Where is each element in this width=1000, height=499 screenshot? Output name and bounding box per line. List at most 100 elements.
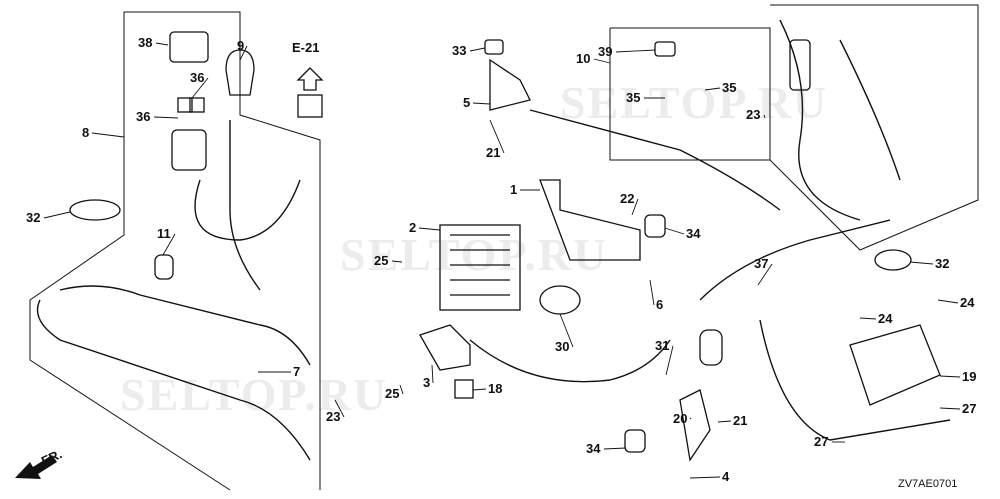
callout-23[interactable]: 23 xyxy=(326,409,340,424)
leader-line xyxy=(431,364,434,384)
leader-line xyxy=(859,317,877,320)
part-38-connector xyxy=(169,31,209,63)
callout-7[interactable]: 7 xyxy=(293,364,300,379)
callout-27[interactable]: 27 xyxy=(814,434,828,449)
leader-line xyxy=(757,263,773,286)
callout-25[interactable]: 25 xyxy=(374,253,388,268)
part-9-boot xyxy=(225,49,255,96)
cable xyxy=(839,39,901,181)
callout-24[interactable]: 24 xyxy=(878,311,893,326)
part-3-stay xyxy=(419,324,471,371)
leader-line xyxy=(909,261,934,265)
callout-32[interactable]: 32 xyxy=(935,256,949,271)
group-frame-right xyxy=(769,4,979,251)
callout-34[interactable]: 34 xyxy=(586,441,601,456)
cable xyxy=(759,319,951,441)
front-label: FR. xyxy=(39,446,64,468)
callout-10[interactable]: 10 xyxy=(576,51,590,66)
leader-line xyxy=(717,420,732,423)
leader-line xyxy=(391,260,403,263)
part-harness-connector xyxy=(171,129,207,171)
section-reference[interactable]: E-21 xyxy=(292,40,319,55)
cable xyxy=(529,109,781,211)
cable xyxy=(59,285,311,366)
callout-24[interactable]: 24 xyxy=(960,295,975,310)
part-19-box xyxy=(849,324,941,406)
callout-31[interactable]: 31 xyxy=(655,338,669,353)
callout-36[interactable]: 36 xyxy=(190,70,204,85)
watermark: SELTOP.RU xyxy=(560,77,828,128)
leader-line xyxy=(472,388,487,391)
watermark: SELTOP.RU xyxy=(120,369,388,420)
leader-line xyxy=(469,47,486,52)
group-frames xyxy=(29,4,979,491)
leader-line xyxy=(649,279,655,306)
leader-line xyxy=(689,417,692,420)
part-34-clip xyxy=(644,214,666,238)
part-20-bracket xyxy=(679,389,711,462)
callout-21[interactable]: 21 xyxy=(486,145,500,160)
callout-3[interactable]: 3 xyxy=(423,375,430,390)
cable xyxy=(36,299,311,461)
callout-27[interactable]: 27 xyxy=(962,401,976,416)
callout-18[interactable]: 18 xyxy=(488,381,502,396)
leader-line xyxy=(162,233,176,256)
part-36-fuse xyxy=(189,97,205,113)
part-18-clip xyxy=(454,379,474,399)
leader-line xyxy=(418,227,441,231)
leader-line xyxy=(615,49,656,53)
leader-line xyxy=(593,58,611,64)
front-arrow-icon xyxy=(15,455,57,479)
part-32-grommet xyxy=(874,249,912,271)
regulator-fins xyxy=(450,234,510,296)
part-nut-ref xyxy=(297,94,323,118)
callout-19[interactable]: 19 xyxy=(962,369,976,384)
callout-8[interactable]: 8 xyxy=(82,125,89,140)
callout-5[interactable]: 5 xyxy=(463,95,470,110)
leader-line xyxy=(763,114,766,119)
part-connector xyxy=(789,39,811,91)
leader-line xyxy=(91,132,125,138)
callout-35[interactable]: 35 xyxy=(722,80,736,95)
callout-6[interactable]: 6 xyxy=(656,297,663,312)
callout-22[interactable]: 22 xyxy=(620,191,634,206)
callout-33[interactable]: 33 xyxy=(452,43,466,58)
cable xyxy=(699,219,891,301)
callout-38[interactable]: 38 xyxy=(138,35,152,50)
callout-2[interactable]: 2 xyxy=(409,220,416,235)
leader-line xyxy=(155,42,169,46)
cable xyxy=(229,120,261,291)
callout-1[interactable]: 1 xyxy=(510,182,517,197)
leader-line xyxy=(937,299,959,304)
callout-32[interactable]: 32 xyxy=(26,210,40,225)
callout-21[interactable]: 21 xyxy=(733,413,747,428)
part-11-grommet xyxy=(154,254,174,280)
callout-11[interactable]: 11 xyxy=(157,226,171,241)
part-30-clamp xyxy=(539,285,581,315)
part-34-clip xyxy=(624,429,646,453)
callout-20[interactable]: 20 xyxy=(673,411,687,426)
callout-35[interactable]: 35 xyxy=(626,90,640,105)
callout-25[interactable]: 25 xyxy=(385,386,399,401)
part-capacitor xyxy=(699,329,723,366)
leader-line xyxy=(689,476,721,479)
leader-line xyxy=(603,447,627,450)
leader-line xyxy=(399,384,404,395)
callout-37[interactable]: 37 xyxy=(754,256,768,271)
part-32-grommet xyxy=(69,199,121,221)
callout-9[interactable]: 9 xyxy=(237,38,244,53)
callout-39[interactable]: 39 xyxy=(598,44,612,59)
leader-line xyxy=(559,313,574,348)
callout-36[interactable]: 36 xyxy=(136,109,150,124)
watermarks: SELTOP.RU SELTOP.RU SELTOP.RU xyxy=(120,77,828,420)
part-36-fuse xyxy=(177,97,193,113)
callout-4[interactable]: 4 xyxy=(722,469,730,484)
callout-23[interactable]: 23 xyxy=(746,107,760,122)
callout-30[interactable]: 30 xyxy=(555,339,569,354)
leader-line xyxy=(153,116,179,119)
callout-34[interactable]: 34 xyxy=(686,226,701,241)
front-arrow: FR. xyxy=(15,446,64,479)
leader-line xyxy=(472,102,491,105)
